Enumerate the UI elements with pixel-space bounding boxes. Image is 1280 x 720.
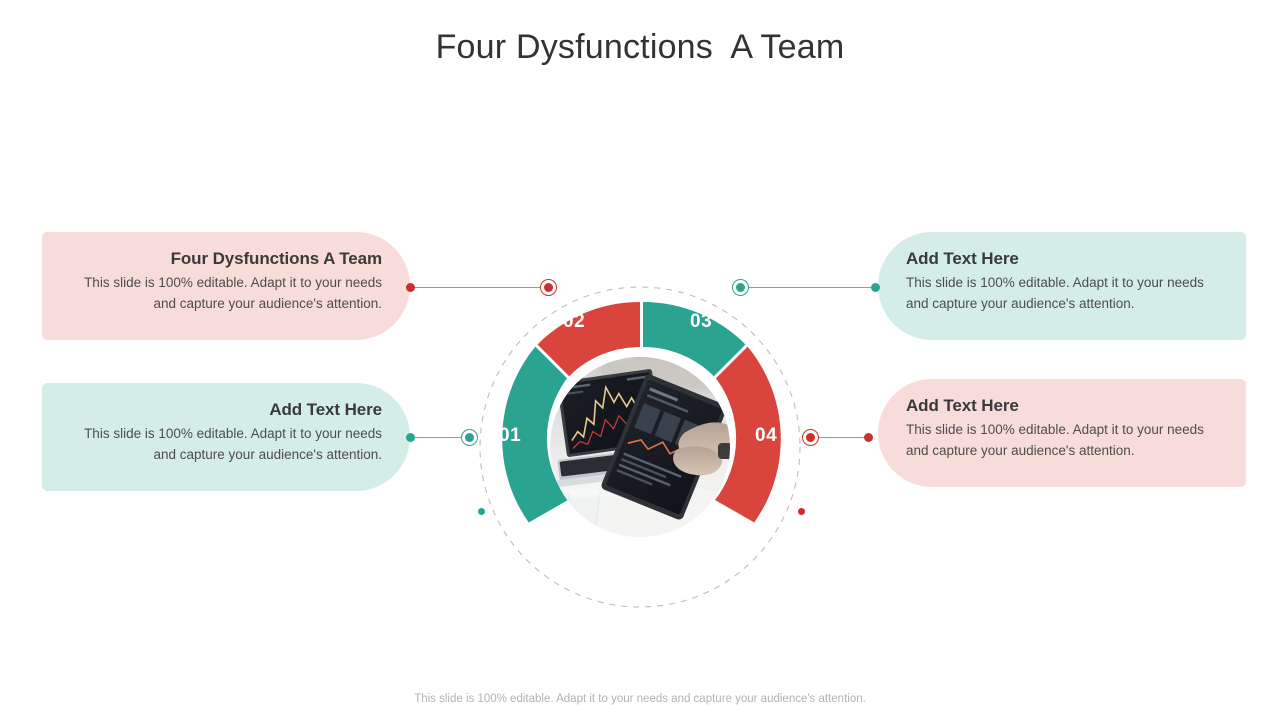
marker-dot-bottom-left — [478, 508, 485, 515]
connector-node-middle-right[interactable] — [806, 433, 815, 442]
connector-dot-card-bottom-left — [406, 433, 415, 442]
info-card-bottom-left[interactable]: Add Text Here This slide is 100% editabl… — [42, 383, 410, 491]
connector-node-top-right[interactable] — [736, 283, 745, 292]
connector-line-top-left — [414, 287, 550, 288]
donut-segment-04[interactable] — [715, 346, 781, 523]
info-card-top-right[interactable]: Add Text Here This slide is 100% editabl… — [878, 232, 1246, 340]
donut-chart-svg — [479, 286, 801, 608]
info-card-body: This slide is 100% editable. Adapt it to… — [906, 422, 1204, 458]
dashed-outer-circle — [479, 286, 801, 608]
donut-segment-01[interactable] — [502, 346, 568, 523]
connector-dot-card-top-left — [406, 283, 415, 292]
segment-number-03: 03 — [690, 311, 713, 332]
connector-line-middle-left — [414, 437, 470, 438]
connector-node-middle-left[interactable] — [465, 433, 474, 442]
segment-number-04: 04 — [755, 425, 778, 446]
donut-segment-03[interactable] — [643, 302, 746, 377]
segment-number-02: 02 — [563, 311, 586, 332]
connector-node-top-left[interactable] — [544, 283, 553, 292]
info-card-body: This slide is 100% editable. Adapt it to… — [84, 426, 382, 462]
segment-number-01: 01 — [499, 425, 522, 446]
info-card-top-left[interactable]: Four Dysfunctions A Team This slide is 1… — [42, 232, 410, 340]
connector-line-top-right — [742, 287, 875, 288]
connector-dot-card-top-right — [871, 283, 880, 292]
marker-dot-bottom-right — [798, 508, 805, 515]
connector-dot-card-bottom-right — [864, 433, 873, 442]
info-card-body: This slide is 100% editable. Adapt it to… — [84, 275, 382, 311]
info-card-body: This slide is 100% editable. Adapt it to… — [906, 275, 1204, 311]
info-card-title: Add Text Here — [269, 400, 382, 419]
center-photo — [550, 357, 730, 537]
donut-wheel-diagram: 01 02 03 04 — [450, 257, 830, 637]
info-card-bottom-right[interactable]: Add Text Here This slide is 100% editabl… — [878, 379, 1246, 487]
page-title: Four Dysfunctions A Team — [435, 28, 845, 66]
info-card-title: Four Dysfunctions A Team — [170, 249, 382, 268]
footer-note: This slide is 100% editable. Adapt it to… — [414, 693, 866, 705]
connector-line-middle-right — [813, 437, 868, 438]
donut-segment-02[interactable] — [537, 302, 641, 377]
info-card-title: Add Text Here — [906, 249, 1019, 268]
info-card-title: Add Text Here — [906, 396, 1019, 415]
